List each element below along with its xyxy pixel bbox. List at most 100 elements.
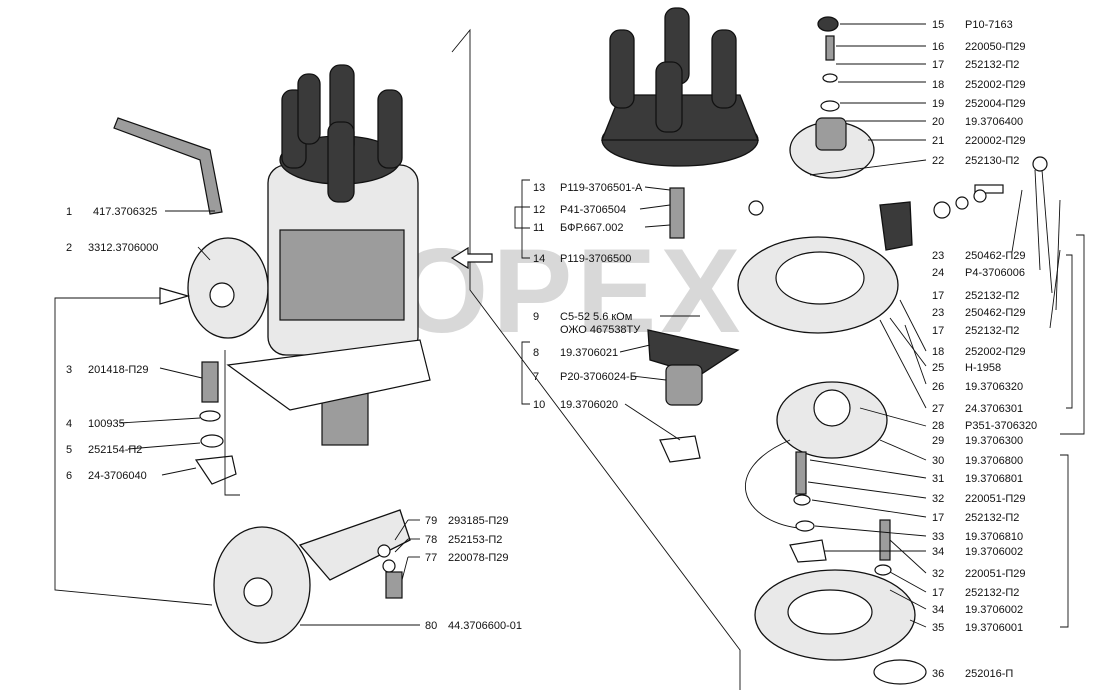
part-number: 27 (932, 403, 944, 415)
part-code: Р41-3706504 (560, 204, 626, 216)
part-number: 17 (932, 587, 944, 599)
part-code: 252016-П (965, 668, 1013, 680)
part-code: 252132-П2 (965, 59, 1019, 71)
part-code: 100935 (88, 418, 125, 430)
part-code: 220050-П29 (965, 41, 1026, 53)
part-code: 19.3706320 (965, 381, 1023, 393)
part-code: 24.3706301 (965, 403, 1023, 415)
part-number: 8 (533, 347, 539, 359)
hex-key-icon (113, 117, 223, 215)
part-number: 31 (932, 473, 944, 485)
part-label: 24 Р4-3706006 (932, 267, 1025, 279)
watermark: OPEX (395, 224, 744, 358)
part-number: 10 (533, 399, 545, 411)
part-code: 252130-П2 (965, 155, 1019, 167)
part-label: 7 Р20-3706024-Б (533, 371, 637, 383)
part-label: 19 252004-П29 (932, 98, 1026, 110)
part-code: Р20-3706024-Б (560, 371, 637, 383)
part-number: 17 (932, 325, 944, 337)
part-label: 31 19.3706801 (932, 473, 1023, 485)
part-code: 44.3706600-01 (448, 620, 522, 632)
part-number: 2 (66, 242, 72, 254)
part-number: 7 (533, 371, 539, 383)
part-label: 20 19.3706400 (932, 116, 1023, 128)
distributor-assembly-drawing (54, 7, 1048, 690)
part-number: 77 (425, 552, 437, 564)
part-code-secondary: ОЖО 467538ТУ (560, 324, 641, 336)
part-code: 201418-П29 (88, 364, 149, 376)
part-label: 16 220050-П29 (932, 41, 1026, 53)
part-number: 21 (932, 135, 944, 147)
part-number: 16 (932, 41, 944, 53)
leader-lines (119, 23, 1085, 628)
part-label: 22 252130-П2 (932, 155, 1019, 167)
part-label: 5 252154-П2 (66, 444, 142, 456)
part-code: 19.3706801 (965, 473, 1023, 485)
part-number: 34 (932, 604, 944, 616)
part-code: 252002-П29 (965, 79, 1026, 91)
part-label: 27 24.3706301 (932, 403, 1023, 415)
assembly-arrow-left-icon (159, 287, 191, 305)
part-code: 3312.3706000 (88, 242, 158, 254)
part-number: 12 (533, 204, 545, 216)
part-code: Р119-3706501-А (560, 182, 643, 194)
part-number: 6 (66, 470, 72, 482)
part-code: 220051-П29 (965, 568, 1026, 580)
part-label: 18 252002-П29 (932, 79, 1026, 91)
part-number: 20 (932, 116, 944, 128)
part-number: 25 (932, 362, 944, 374)
part-number: 79 (425, 515, 437, 527)
bolt-icon (201, 361, 219, 403)
part-number: 5 (66, 444, 72, 456)
part-number: 22 (932, 155, 944, 167)
part-number: 26 (932, 381, 944, 393)
part-number: 17 (932, 290, 944, 302)
washer-36-icon (873, 659, 927, 685)
part-code: 24-3706040 (88, 470, 147, 482)
part-code: 252154-П2 (88, 444, 142, 456)
part-code: 252004-П29 (965, 98, 1026, 110)
part-code: БФР.667.002 (560, 222, 624, 234)
part-code: 19.3706400 (965, 116, 1023, 128)
part-code: Р119-3706500 (560, 253, 631, 265)
part-number: 34 (932, 546, 944, 558)
part-number: 24 (932, 267, 944, 279)
part-number: 19 (932, 98, 944, 110)
part-number: 32 (932, 493, 944, 505)
part-number: 78 (425, 534, 437, 546)
part-number: 18 (932, 79, 944, 91)
part-number: 33 (932, 531, 944, 543)
part-code: Р4-3706006 (965, 267, 1025, 279)
part-code: 19.3706800 (965, 455, 1023, 467)
part-code: С5-52 5.6 кОм (560, 311, 632, 323)
part-code: 252002-П29 (965, 346, 1026, 358)
part-label: 8 19.3706021 (533, 347, 618, 359)
carbon-brush-icon (669, 187, 685, 239)
part-code: 19.3706021 (560, 347, 618, 359)
part-label: 21 220002-П29 (932, 135, 1026, 147)
part-code: 220002-П29 (965, 135, 1026, 147)
part-code: 19.3706001 (965, 622, 1023, 634)
